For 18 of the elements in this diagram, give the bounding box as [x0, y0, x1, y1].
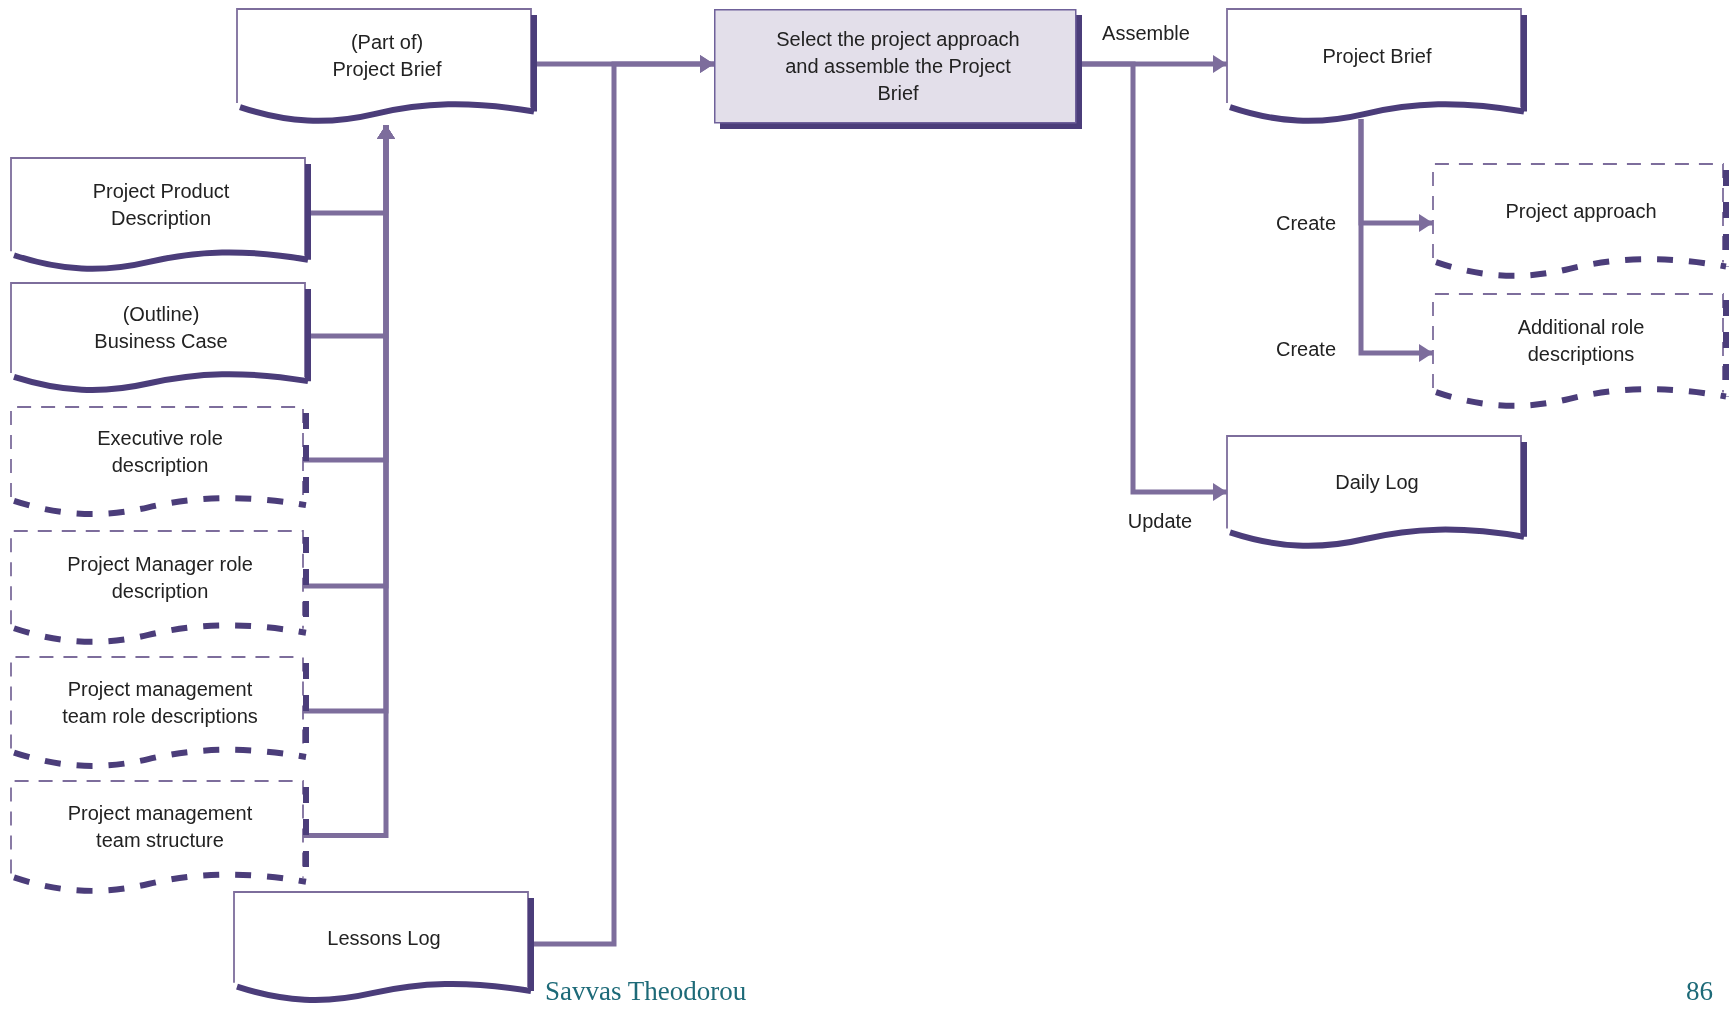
arrow — [531, 55, 714, 947]
node-text: Project management team structure — [66, 801, 254, 854]
node-text: Lessons Log — [326, 925, 442, 951]
node-text: Select the project approach and assemble the Project Brief — [775, 26, 1021, 106]
node-text: Project management team role descriptions — [61, 677, 259, 729]
node-text: Additional role descriptions — [1516, 315, 1646, 368]
node-text: (Part of) Project Brief — [331, 30, 443, 83]
node-text: Daily Log — [1334, 469, 1420, 495]
node-text: Project Brief — [1321, 43, 1433, 69]
node-text: Executive role description — [96, 426, 224, 479]
arrow — [1358, 119, 1433, 362]
node-text: Project Manager role description — [66, 551, 254, 604]
node-text: (Outline) Business Case — [93, 302, 229, 355]
arrow — [303, 125, 395, 838]
author-name: Savvas Theodorou — [545, 976, 747, 1007]
node-text: Project approach — [1504, 198, 1658, 224]
page-number: 86 — [1686, 976, 1713, 1007]
node-text: Project Product Description — [91, 178, 231, 231]
